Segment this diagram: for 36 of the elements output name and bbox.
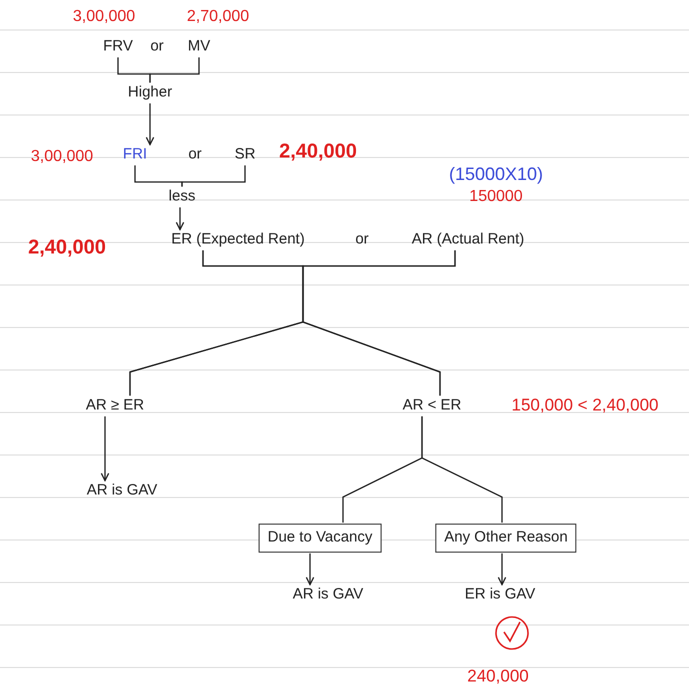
node-text: FRV (103, 38, 133, 56)
node-text: AR < ER (402, 396, 462, 416)
value-note: 2,70,000 (186, 7, 250, 27)
node-text: AR ≥ ER (86, 396, 144, 416)
or-word: or (150, 38, 164, 56)
arrow (306, 553, 314, 586)
node-text: Higher (128, 84, 172, 102)
node-text: ER (Expected Rent) (171, 230, 305, 250)
node-text: AR (Actual Rent) (412, 230, 524, 250)
value-note: 3,00,000 (30, 147, 94, 167)
value-note: 3,00,000 (72, 7, 136, 27)
arrow (146, 103, 154, 146)
arrow (100, 416, 110, 482)
value-note: 240,000 (467, 665, 529, 687)
node-text: FRI (122, 146, 148, 164)
node-text: MV (188, 38, 210, 56)
connector-line (421, 416, 503, 523)
node-text: ER is GAV (464, 586, 536, 604)
arrow (176, 207, 184, 230)
value-note: 2,40,000 (28, 236, 106, 260)
connector-line (302, 250, 456, 396)
node-text: less (168, 188, 196, 206)
connector-line (181, 165, 246, 187)
or-word: or (188, 146, 202, 164)
value-note: 2,40,000 (279, 140, 357, 164)
reason-box: Any Other Reason (435, 524, 577, 552)
node-text: SR (234, 146, 256, 164)
reason-box: Due to Vacancy (258, 524, 382, 552)
comparison-note: 150,000 < 2,40,000 (512, 394, 658, 416)
or-word: or (355, 230, 369, 250)
connector-line (149, 57, 200, 83)
node-text: AR is GAV (86, 482, 158, 500)
node-text: AR is GAV (292, 586, 364, 604)
calculation-note: (15000X10) (448, 162, 544, 186)
value-note: 150000 (469, 187, 523, 207)
arrow (498, 553, 506, 586)
